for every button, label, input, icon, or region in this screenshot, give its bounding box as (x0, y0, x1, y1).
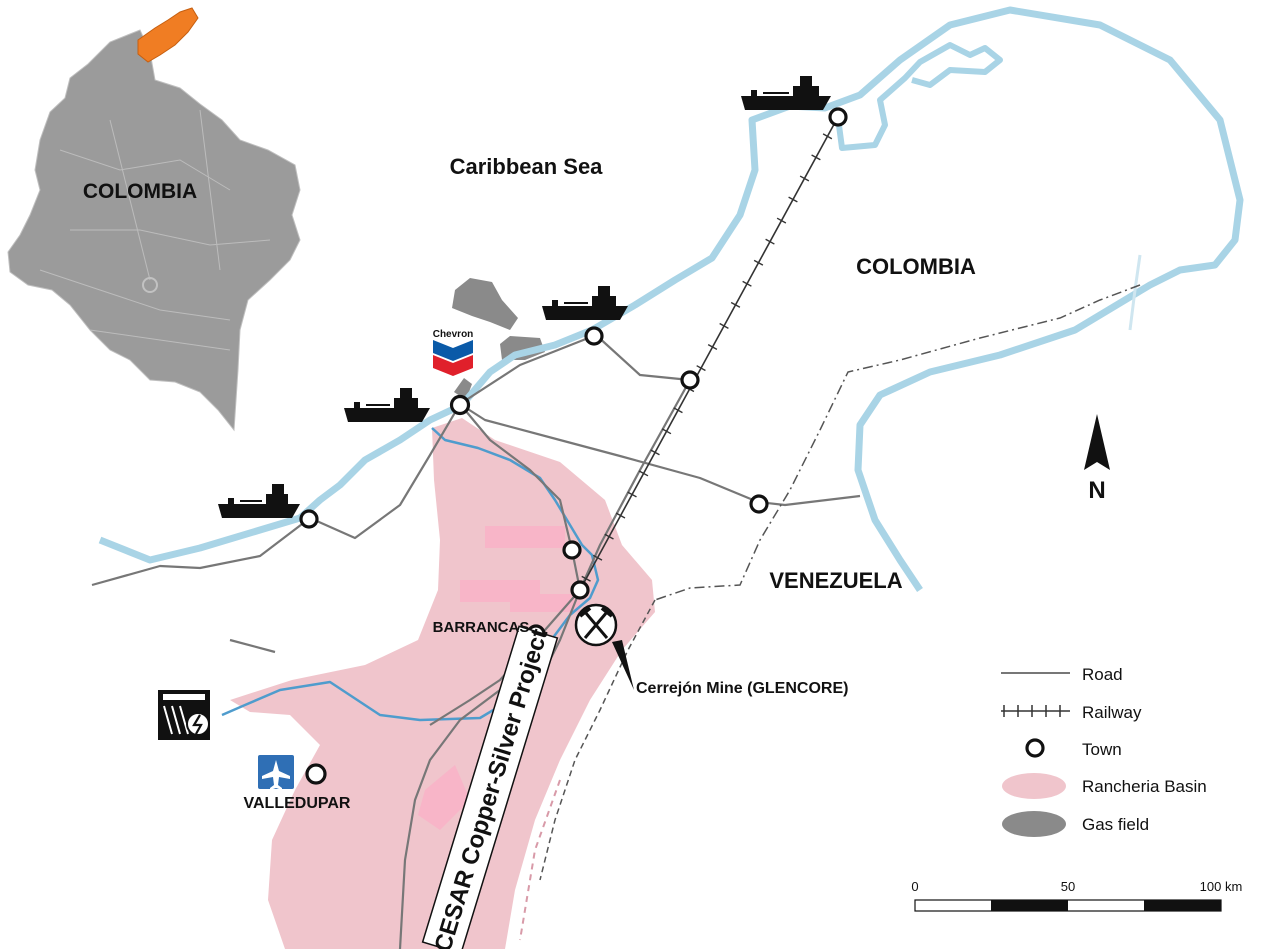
coastline-main (98, 6, 1244, 592)
legend-basin-symbol (1002, 773, 1066, 799)
chevron-logo-text: Chevron (433, 329, 474, 340)
legend-gas-label: Gas field (1082, 815, 1149, 834)
scale-bar: 0 50 100 km (911, 879, 1243, 912)
ship-icon (542, 286, 628, 320)
scale-tick-50: 50 (1061, 879, 1075, 894)
railway-tick (581, 575, 591, 582)
town-label-valledupar: VALLEDUPAR (244, 795, 351, 812)
town-marker (749, 494, 769, 514)
railway-tick (719, 322, 729, 329)
north-arrow: N (1084, 414, 1110, 504)
river (221, 427, 600, 722)
basin-patch (418, 765, 470, 830)
inset-guajira-highlight (137, 7, 199, 63)
railway-tick (673, 407, 683, 414)
town-markers (299, 107, 848, 785)
railway (579, 116, 839, 591)
town-marker (584, 326, 604, 346)
railway-tick (604, 533, 614, 540)
legend: Road Railway Town Rancheria Basin Gas fi… (1001, 665, 1207, 837)
railway-tick (627, 491, 637, 498)
legend-railway-symbol (1001, 705, 1070, 717)
town-label-barrancas: BARRANCAS (433, 619, 530, 636)
town-marker (449, 394, 471, 416)
legend-town-label: Town (1082, 740, 1122, 759)
border-south (539, 599, 656, 881)
inset-map: COLOMBIA (7, 7, 301, 432)
mine-icon (574, 603, 634, 690)
town-marker (562, 540, 582, 560)
hydropower-plant-icon (158, 690, 210, 740)
railway-ticks (581, 133, 833, 582)
chevron-logo: Chevron (428, 326, 478, 376)
inset-country-label: COLOMBIA (83, 180, 197, 203)
basin-edge-dash (519, 779, 561, 941)
legend-town-symbol (1025, 738, 1045, 758)
legend-basin-label: Rancheria Basin (1082, 777, 1207, 796)
scale-tick-100: 100 km (1200, 879, 1243, 894)
inset-department-lines (39, 109, 271, 351)
scale-tick-0: 0 (911, 879, 918, 894)
railway-tick (696, 365, 706, 372)
railway-tick (592, 554, 603, 561)
airport-icon (258, 755, 294, 790)
railway-tick (661, 428, 672, 435)
town-marker (680, 370, 700, 390)
basin-patch (485, 526, 565, 548)
railway-tick (776, 217, 787, 224)
sea-label: Caribbean Sea (450, 154, 604, 179)
railway-tick (788, 196, 798, 203)
inset-colombia-land (7, 29, 301, 432)
rancheria-basin (230, 418, 655, 949)
legend-railway-label: Railway (1082, 703, 1142, 722)
north-arrow-label: N (1088, 477, 1105, 504)
inset-capital-marker (142, 277, 158, 293)
railway-tick (799, 175, 810, 182)
railway-tick (822, 133, 833, 140)
railway-tick (615, 512, 626, 519)
railway-tick (811, 154, 821, 161)
ship-icon (741, 76, 831, 110)
railway-tick (638, 470, 649, 477)
town-marker (828, 107, 848, 127)
country-label-colombia: COLOMBIA (856, 254, 976, 279)
country-label-venezuela: VENEZUELA (769, 568, 902, 593)
railway-tick (707, 343, 718, 351)
town-marker (299, 509, 319, 529)
railway-tick (753, 259, 764, 266)
coastline-inlet (835, 42, 1003, 151)
town-marker-valledupar (305, 763, 327, 785)
legend-road-label: Road (1082, 665, 1123, 684)
railway-tick (765, 238, 775, 245)
railway-tick (742, 280, 752, 287)
ship-icon (344, 388, 430, 422)
mine-label: Cerrejón Mine (GLENCORE) (636, 680, 848, 697)
railway-tick (650, 449, 660, 456)
town-marker (570, 580, 590, 600)
ship-icon (218, 484, 300, 518)
coastline-inner (1128, 254, 1142, 331)
legend-gas-symbol (1002, 811, 1066, 837)
gas-field (452, 278, 518, 330)
basin-patch (510, 594, 580, 612)
railway-tick (730, 301, 741, 308)
